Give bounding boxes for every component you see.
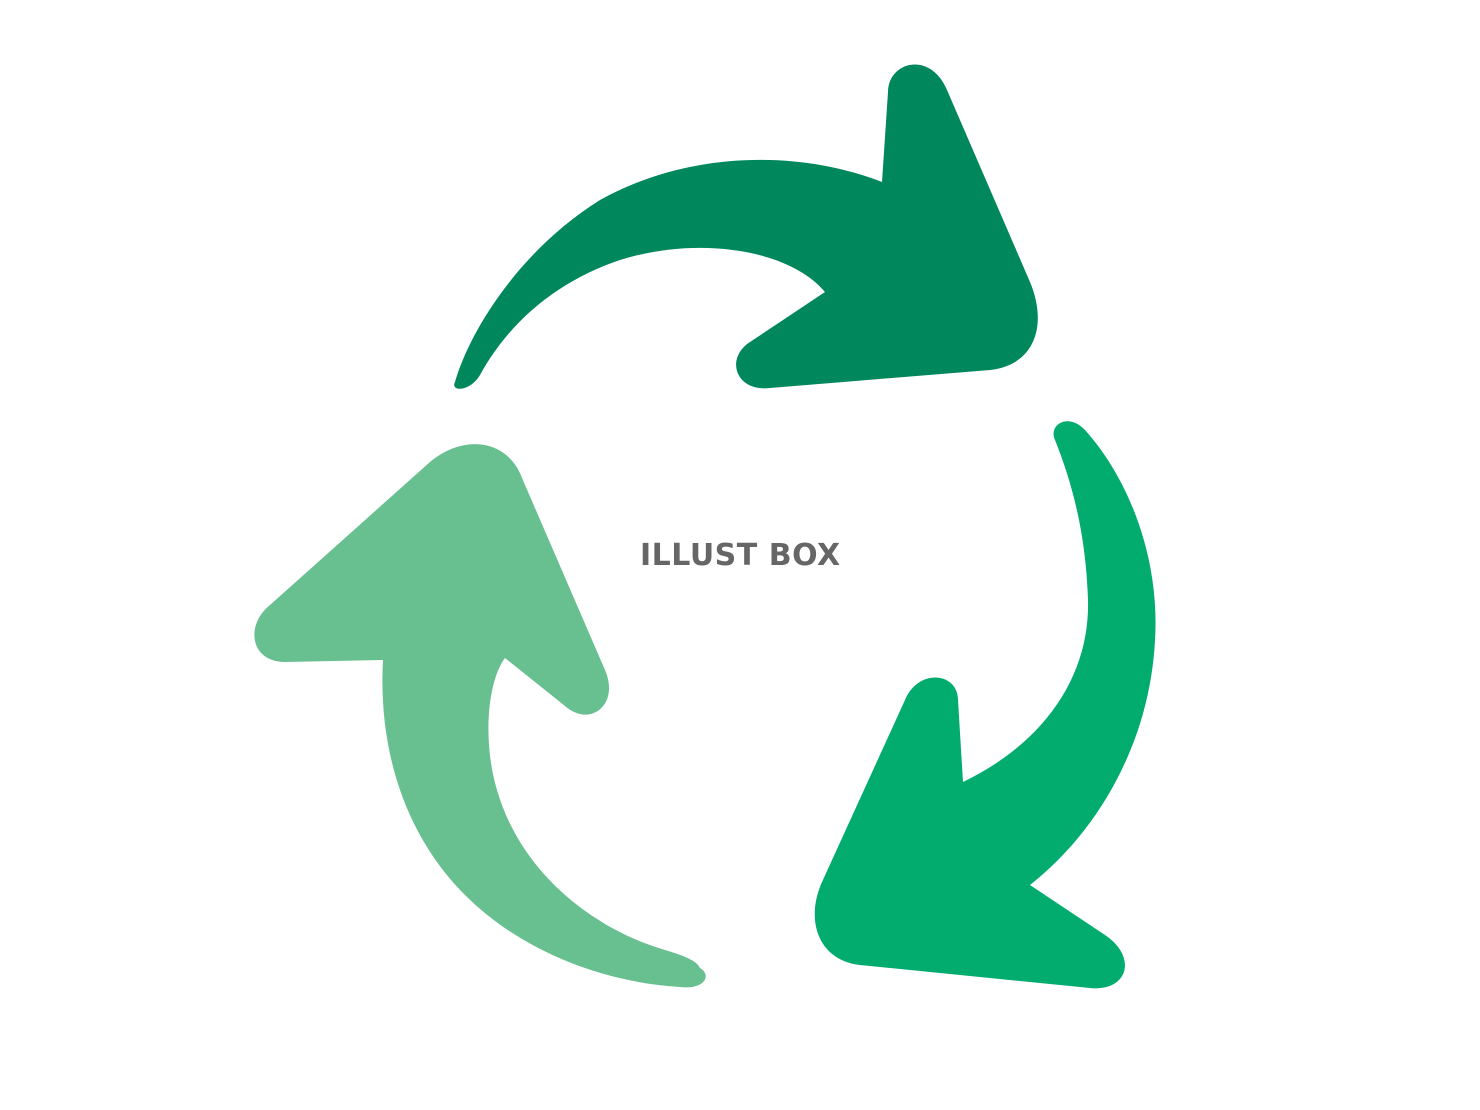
watermark-text: ILLUST BOX	[640, 538, 841, 573]
arrow-left	[254, 444, 706, 988]
arrow-top	[454, 64, 1038, 389]
arrow-right	[814, 421, 1156, 989]
